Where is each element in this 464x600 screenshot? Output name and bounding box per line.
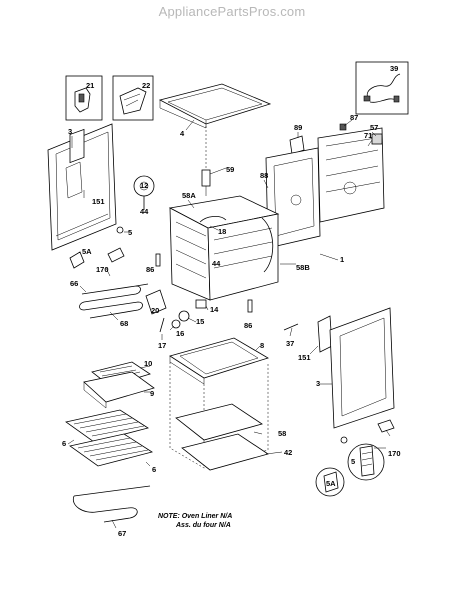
oven-liner-note: NOTE: Oven Liner N/A Ass. du four N/A: [158, 512, 232, 530]
part-86-spacer-right[interactable]: [247, 299, 253, 313]
part-87-clip[interactable]: [339, 123, 347, 131]
part-15-bulb[interactable]: [178, 310, 190, 322]
label-89: 89: [294, 123, 302, 132]
part-labels: 21 22 39 3 4 89 87 57 71 59 12 58A 88 15…: [62, 64, 401, 538]
label-170-left: 170: [96, 265, 109, 274]
label-6-lower: 6: [152, 465, 156, 474]
label-17: 17: [158, 341, 166, 350]
label-58: 58: [278, 429, 286, 438]
part-5-hinge-detail[interactable]: [347, 443, 385, 481]
label-21: 21: [86, 81, 94, 90]
label-86-left: 86: [146, 265, 154, 274]
part-3-oven-door[interactable]: [329, 307, 395, 429]
part-3-left-side-panel[interactable]: [47, 123, 117, 251]
part-14-connector[interactable]: [195, 299, 207, 309]
part-5a-hinge-detail[interactable]: [315, 467, 345, 497]
label-57: 57: [370, 123, 378, 132]
label-37: 37: [286, 339, 294, 348]
label-87: 87: [350, 113, 358, 122]
part-22-box[interactable]: [112, 75, 154, 121]
part-42-drawer-slide[interactable]: [181, 433, 269, 471]
label-3-upper: 3: [68, 127, 72, 136]
label-59: 59: [226, 165, 234, 174]
watermark: AppliancePartsPros.com: [158, 4, 306, 19]
label-170-right: 170: [388, 449, 401, 458]
part-67-bake-element[interactable]: [72, 485, 151, 523]
part-9-broil-pan[interactable]: [83, 371, 155, 409]
part-86-spacer-left[interactable]: [155, 253, 161, 267]
label-14: 14: [210, 305, 219, 314]
label-16: 16: [176, 329, 184, 338]
part-18-heating-element[interactable]: [199, 216, 227, 223]
part-58a-oven-cavity[interactable]: [168, 195, 280, 301]
label-39: 39: [390, 64, 398, 73]
part-39-box[interactable]: [355, 61, 409, 115]
part-170-hinge-left[interactable]: [107, 247, 125, 263]
label-18: 18: [218, 227, 226, 236]
part-17-socket[interactable]: [159, 317, 165, 333]
part-20-element-cover[interactable]: [145, 289, 167, 315]
label-88: 88: [260, 171, 268, 180]
label-20: 20: [151, 306, 159, 315]
label-5-right: 5: [351, 457, 355, 466]
label-71: 71: [364, 131, 372, 140]
label-1: 1: [340, 255, 344, 264]
part-66-broil-element[interactable]: [79, 283, 149, 319]
part-5a-bracket-left[interactable]: [69, 251, 85, 269]
label-5a-left: 5A: [82, 247, 92, 256]
part-71-rear-panel[interactable]: [317, 127, 385, 223]
part-170-hinge-right[interactable]: [377, 419, 395, 433]
label-44-center: 44: [212, 259, 221, 268]
label-151-upper: 151: [92, 197, 105, 206]
note-line-1: NOTE: Oven Liner N/A: [158, 513, 233, 520]
part-37-screw[interactable]: [283, 323, 299, 331]
part-4-top-panel[interactable]: [158, 83, 272, 168]
label-58a: 58A: [182, 191, 196, 200]
label-67: 67: [118, 529, 126, 538]
label-12: 12: [140, 181, 148, 190]
part-6-oven-rack-lower[interactable]: [69, 433, 153, 467]
label-22: 22: [142, 81, 150, 90]
part-small-screw-right[interactable]: [340, 436, 348, 444]
label-9: 9: [150, 389, 154, 398]
part-6-oven-rack-upper[interactable]: [65, 409, 149, 443]
label-151-lower: 151: [298, 353, 311, 362]
part-8-drawer-front[interactable]: [169, 337, 269, 385]
label-15: 15: [196, 317, 204, 326]
part-58-drawer-body[interactable]: [169, 362, 269, 469]
label-5-left: 5: [128, 228, 132, 237]
note-line-2: Ass. du four N/A: [176, 522, 231, 529]
label-42: 42: [284, 448, 292, 457]
label-10: 10: [144, 359, 152, 368]
label-86-right: 86: [244, 321, 252, 330]
label-5a-right: 5A: [326, 479, 336, 488]
label-44-left: 44: [140, 207, 149, 216]
leader-lines: [67, 119, 391, 529]
part-5-screw-left[interactable]: [116, 226, 124, 234]
part-21-box[interactable]: [65, 75, 103, 121]
part-12-thermostat[interactable]: [133, 175, 155, 210]
label-8: 8: [260, 341, 264, 350]
label-4: 4: [180, 129, 185, 138]
part-59-sensor[interactable]: [201, 169, 211, 196]
label-58b: 58B: [296, 263, 310, 272]
label-3-lower: 3: [316, 379, 320, 388]
label-66: 66: [70, 279, 78, 288]
label-68: 68: [120, 319, 128, 328]
label-6-upper: 6: [62, 439, 66, 448]
